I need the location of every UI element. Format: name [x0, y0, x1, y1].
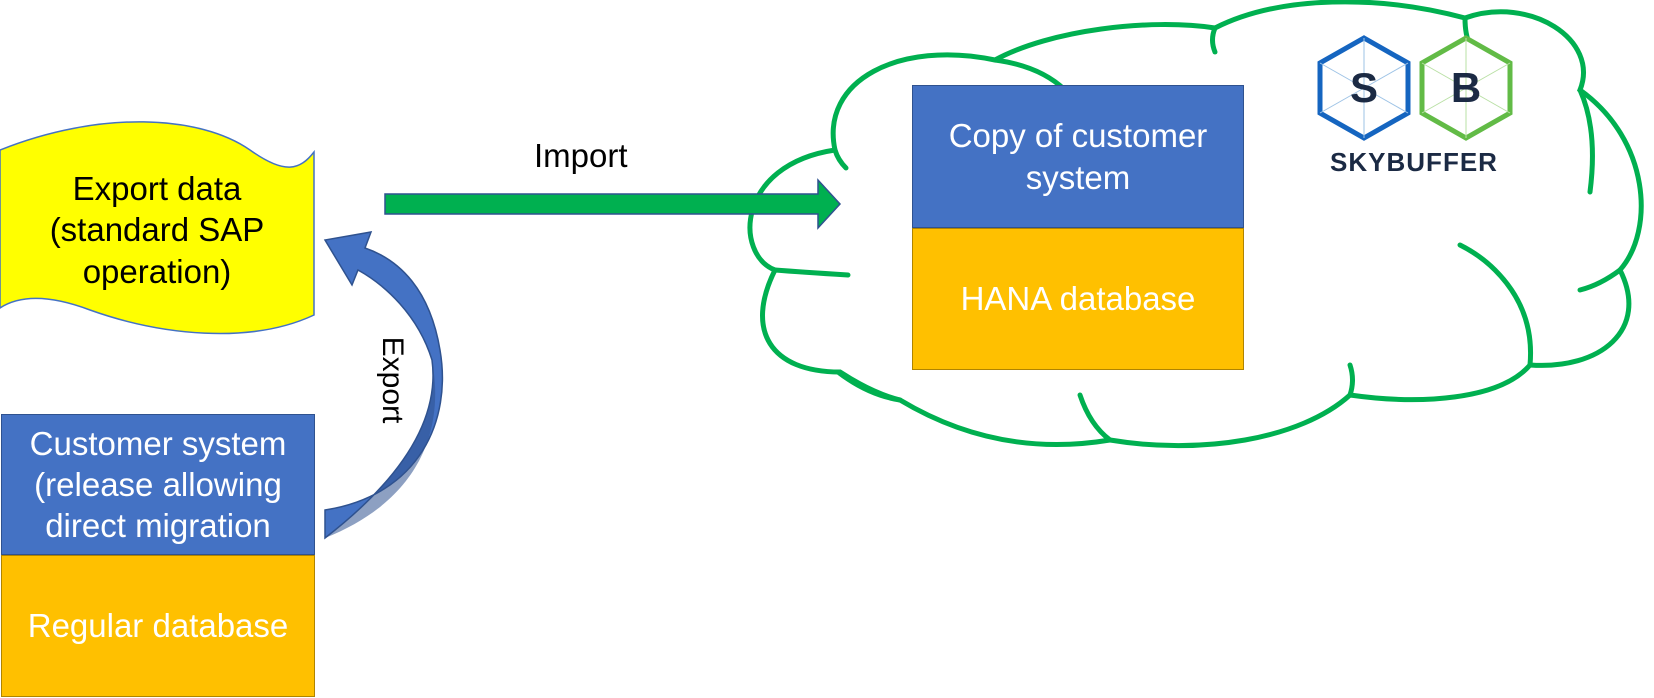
export-document-text: Export data (standard SAP operation) — [22, 160, 292, 300]
logo-hexagon-s: S — [1317, 35, 1411, 141]
logo-letter-b: B — [1451, 64, 1481, 111]
import-arrow — [384, 178, 842, 230]
hana-database-box: HANA database — [912, 228, 1244, 370]
customer-system-box: Customer system (release allowing direct… — [1, 414, 315, 555]
export-document-shape — [0, 121, 315, 335]
export-document-label: Export data (standard SAP operation) — [49, 170, 265, 290]
logo-wordmark: SKYBUFFER — [1330, 147, 1498, 177]
regular-database-label: Regular database — [27, 607, 289, 645]
logo-letter-s: S — [1350, 64, 1378, 111]
logo-hexagon-b: B — [1419, 35, 1513, 141]
import-label: Import — [534, 137, 628, 174]
export-label: Export — [376, 337, 409, 424]
skybuffer-logo: S B SKYBUFFER — [1317, 35, 1513, 177]
cloud-system-box: Copy of customer system — [912, 85, 1244, 228]
regular-database-box: Regular database — [1, 555, 315, 697]
export-arrow — [323, 231, 444, 540]
cloud-system-label: Copy of customer system — [948, 117, 1208, 196]
hana-database-label: HANA database — [960, 280, 1196, 318]
customer-system-label: Customer system (release allowing direct… — [29, 424, 287, 545]
